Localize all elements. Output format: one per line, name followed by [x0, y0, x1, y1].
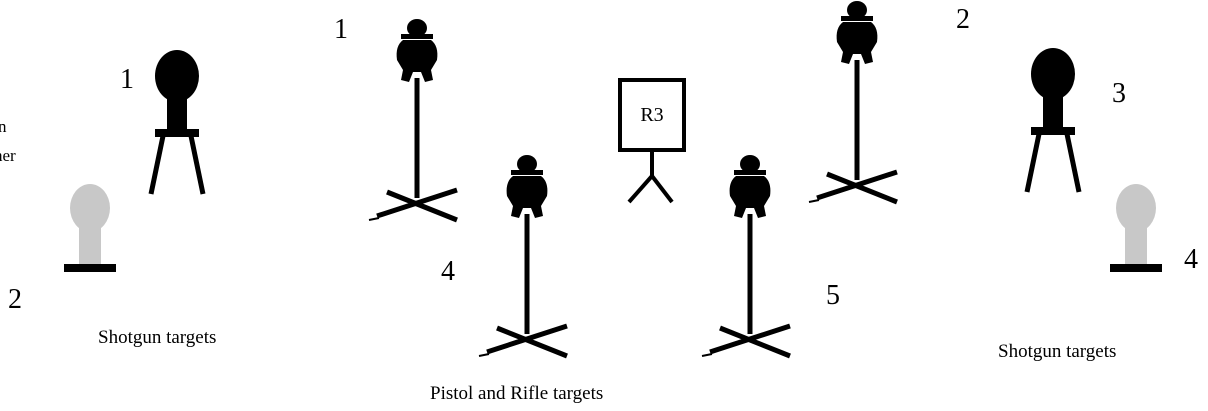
clipped-text-line-1: n	[0, 117, 7, 136]
popper-target-2	[809, 1, 897, 202]
left-shotgun-caption: Shotgun targets	[98, 327, 217, 348]
left-gray-target-number: 2	[8, 284, 22, 315]
r3-sign-label: R3	[640, 104, 664, 126]
popper-4-number: 4	[441, 256, 455, 287]
left-black-shotgun-target	[151, 50, 203, 194]
popper-2-number: 2	[956, 4, 970, 35]
popper-5-number: 5	[826, 280, 840, 311]
popper-target-5	[702, 155, 790, 356]
left-black-target-number: 1	[120, 64, 134, 95]
left-gray-shotgun-target	[64, 184, 116, 272]
right-shotgun-caption: Shotgun targets	[998, 341, 1117, 362]
popper-target-1	[369, 19, 457, 220]
popper-target-4	[479, 155, 567, 356]
popper-1-number: 1	[334, 14, 348, 45]
clipped-text-line-2: her	[0, 146, 16, 165]
pistol-rifle-caption: Pistol and Rifle targets	[430, 383, 604, 404]
r3-sign-stand	[627, 150, 674, 204]
right-gray-shotgun-target	[1110, 184, 1162, 272]
right-black-shotgun-target	[1027, 48, 1079, 192]
right-black-target-number: 3	[1112, 78, 1126, 109]
r3-sign: R3	[618, 78, 686, 152]
right-gray-target-number: 4	[1184, 244, 1198, 275]
